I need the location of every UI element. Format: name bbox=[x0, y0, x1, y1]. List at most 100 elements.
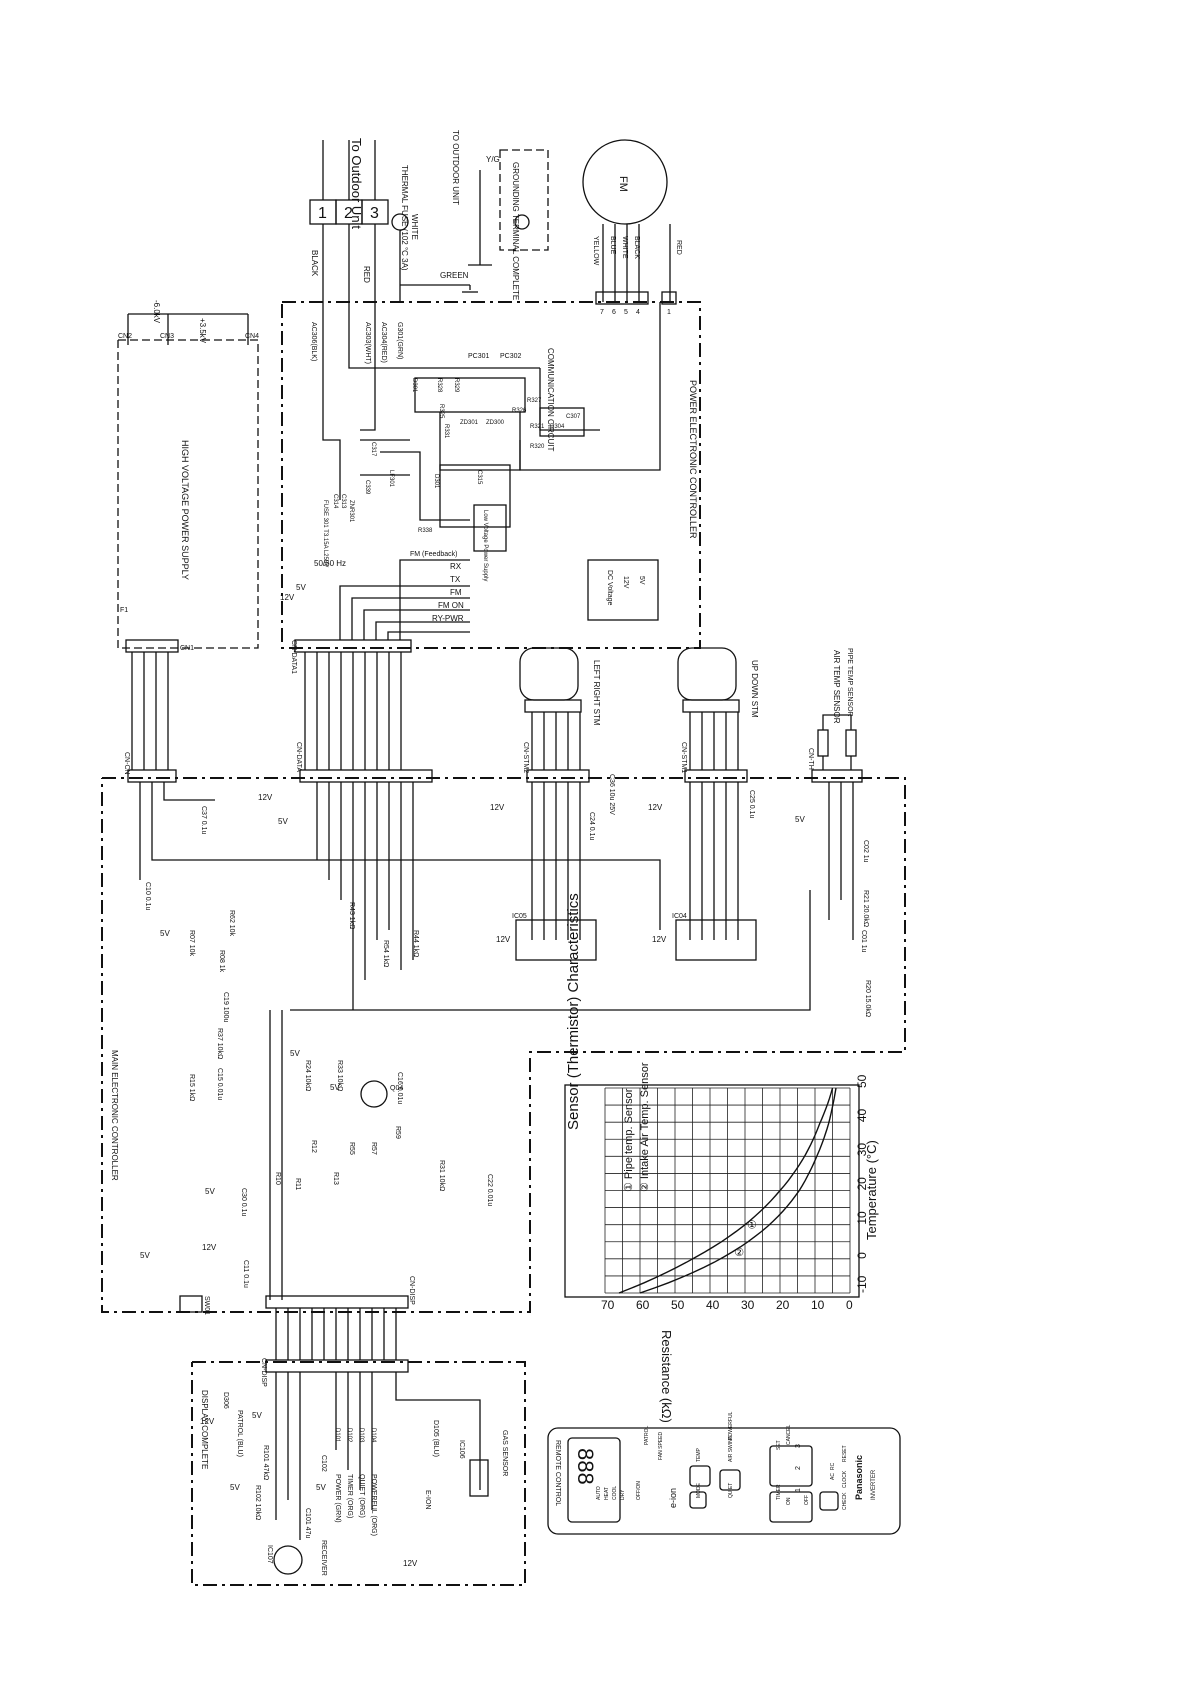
ic05-chip bbox=[515, 919, 597, 961]
wire-white: WHITE bbox=[410, 214, 419, 240]
signal-fm-on: FM ON bbox=[438, 601, 464, 610]
ic05-label: IC05 bbox=[512, 913, 527, 920]
terminal-3: 3 bbox=[370, 205, 379, 222]
c30-label: C30 0.1u bbox=[240, 1188, 247, 1217]
zd300-label: ZD300 bbox=[486, 420, 505, 426]
chart-xlabel: Temperature (°C) bbox=[864, 1140, 879, 1240]
fm-wire-red: RED bbox=[675, 240, 682, 255]
fm-pin-5: 5 bbox=[624, 309, 628, 316]
r320-label: R320 bbox=[530, 444, 545, 450]
signal-ry-pwr: RY-PWR bbox=[432, 614, 464, 623]
c25-label: C25 0.1u bbox=[748, 790, 755, 819]
remote-button[interactable] bbox=[689, 1491, 707, 1509]
remote-button[interactable] bbox=[769, 1491, 813, 1523]
c24-label: C24 0.1u bbox=[588, 812, 595, 841]
sw01-switch[interactable] bbox=[179, 1295, 203, 1313]
v12-main-1: 12V bbox=[258, 793, 273, 802]
c19-label: C19 100u bbox=[222, 992, 229, 1022]
remote-key-powerful[interactable]: POWERFUL bbox=[728, 1411, 734, 1440]
low-voltage-label: Low Voltage Power Supply bbox=[482, 510, 488, 581]
wire-green: GREEN bbox=[440, 271, 469, 280]
q04-transistor bbox=[360, 1080, 388, 1108]
gas-sensor bbox=[469, 1459, 489, 1497]
remote-sub: INVERTER bbox=[871, 1469, 877, 1500]
v5-main-3: 5V bbox=[290, 1049, 300, 1058]
v5-main-1: 5V bbox=[278, 817, 288, 826]
remote-key-patrol[interactable]: PATROL bbox=[644, 1426, 650, 1445]
remote-key-cancel[interactable]: CANCEL bbox=[786, 1424, 792, 1445]
remote-button[interactable] bbox=[819, 1491, 839, 1511]
cn-disp-display-label: CN-DISP bbox=[260, 1358, 267, 1387]
c37-label: C37 0.1u bbox=[200, 806, 207, 835]
remote-key-heat[interactable]: HEAT bbox=[604, 1487, 610, 1500]
main-board-wiring bbox=[139, 782, 854, 1300]
comm-circuit-label: COMMUNICATION CIRCUIT bbox=[546, 348, 555, 452]
remote-key-ac[interactable]: AC bbox=[830, 1473, 836, 1480]
fm-pin-4: 4 bbox=[636, 309, 640, 316]
fm-wire-blue: BLUE bbox=[609, 236, 616, 255]
remote-key-off[interactable]: OFF bbox=[804, 1495, 810, 1505]
r328-label: R328 bbox=[436, 378, 442, 393]
v5-display-1: 5V bbox=[252, 1411, 262, 1420]
cn-cn-label: CN-CN bbox=[123, 752, 130, 775]
remote-key-temp[interactable]: TEMP bbox=[696, 1447, 702, 1462]
d101-label: D101 bbox=[334, 1428, 340, 1443]
remote-button[interactable] bbox=[769, 1445, 813, 1487]
remote-control bbox=[547, 1427, 901, 1535]
r24-label: R24 10kΩ bbox=[304, 1060, 311, 1091]
cn-data1-label: CN-DATA1 bbox=[290, 640, 297, 674]
remote-key-clock[interactable]: CLOCK bbox=[842, 1470, 848, 1488]
hv-minus: -6.0kV bbox=[152, 300, 161, 324]
remote-key-rc[interactable]: RC bbox=[830, 1462, 836, 1470]
r43-label: R43 1kΩ bbox=[348, 902, 355, 929]
remote-key-check[interactable]: CHECK bbox=[842, 1492, 848, 1510]
chart-x-tick: 20 bbox=[855, 1177, 869, 1191]
r33-label: R33 10kΩ bbox=[336, 1060, 343, 1091]
power-circuit bbox=[322, 302, 661, 552]
c01-label: C01 1u bbox=[860, 930, 867, 953]
remote-number-2[interactable]: 2 bbox=[795, 1466, 802, 1470]
outdoor-terminal-block: 1 2 3 bbox=[309, 140, 389, 225]
remote-number-3[interactable]: 3 bbox=[795, 1444, 802, 1448]
r102-label: R102 10kΩ bbox=[254, 1485, 261, 1520]
remote-button[interactable] bbox=[719, 1469, 741, 1491]
cn-stm1-connector bbox=[684, 769, 748, 783]
r07-label: R07 10k bbox=[188, 930, 195, 957]
r13-label: R13 bbox=[332, 1172, 339, 1185]
grounding-outline bbox=[499, 149, 549, 251]
hv-plus: +3.5kV bbox=[198, 318, 207, 344]
fuse301-label: FUSE 301 T3.15A L250V bbox=[322, 500, 328, 567]
remote-button[interactable] bbox=[689, 1465, 711, 1487]
r10-label: R10 bbox=[274, 1172, 281, 1185]
remote-key-cool[interactable]: COOL bbox=[612, 1486, 618, 1500]
chart-x-tick: 40 bbox=[855, 1108, 869, 1122]
powerful-led: POWERFUL (ORG) bbox=[370, 1474, 377, 1536]
v12-stm2: 12V bbox=[490, 803, 505, 812]
r327-label: R327 bbox=[527, 398, 542, 404]
hv-supply-label: HIGH VOLTAGE POWER SUPPLY bbox=[180, 440, 190, 580]
chart-x-tick: 50 bbox=[855, 1074, 869, 1088]
remote-key-reset[interactable]: RESET bbox=[842, 1445, 848, 1462]
remote-key-dry[interactable]: DRY bbox=[620, 1489, 626, 1500]
remote-key-fan-speed[interactable]: FAN SPEED bbox=[658, 1432, 664, 1460]
remote-number-1[interactable]: 1 bbox=[795, 1488, 802, 1492]
r20-label: R20 15.0kΩ bbox=[864, 980, 871, 1017]
remote-key-auto[interactable]: AUTO bbox=[596, 1486, 602, 1500]
remote-key-mode[interactable]: MODE bbox=[696, 1482, 702, 1498]
remote-key-set[interactable]: SET bbox=[776, 1440, 782, 1450]
series-marker: ② bbox=[734, 1247, 744, 1259]
fm-pin-7: 7 bbox=[600, 309, 604, 316]
remote-key-on[interactable]: ON bbox=[786, 1497, 792, 1505]
v5-th: 5V bbox=[795, 815, 805, 824]
remote-key-air-swing[interactable]: AIR SWING bbox=[728, 1435, 734, 1462]
r44-label: R44 1kΩ bbox=[412, 930, 419, 957]
wire-black: BLACK bbox=[310, 250, 319, 277]
chart-y-tick: 30 bbox=[741, 1298, 755, 1312]
sw01-label: SW01 bbox=[203, 1296, 210, 1315]
r331-label: R331 bbox=[443, 424, 449, 439]
remote-key-off-on[interactable]: OFF/ON bbox=[636, 1481, 642, 1500]
display-wiring bbox=[273, 1308, 489, 1575]
legend-5v: 5V bbox=[638, 576, 645, 585]
power-controller-outline bbox=[281, 301, 701, 649]
chart-frame bbox=[564, 1084, 860, 1298]
